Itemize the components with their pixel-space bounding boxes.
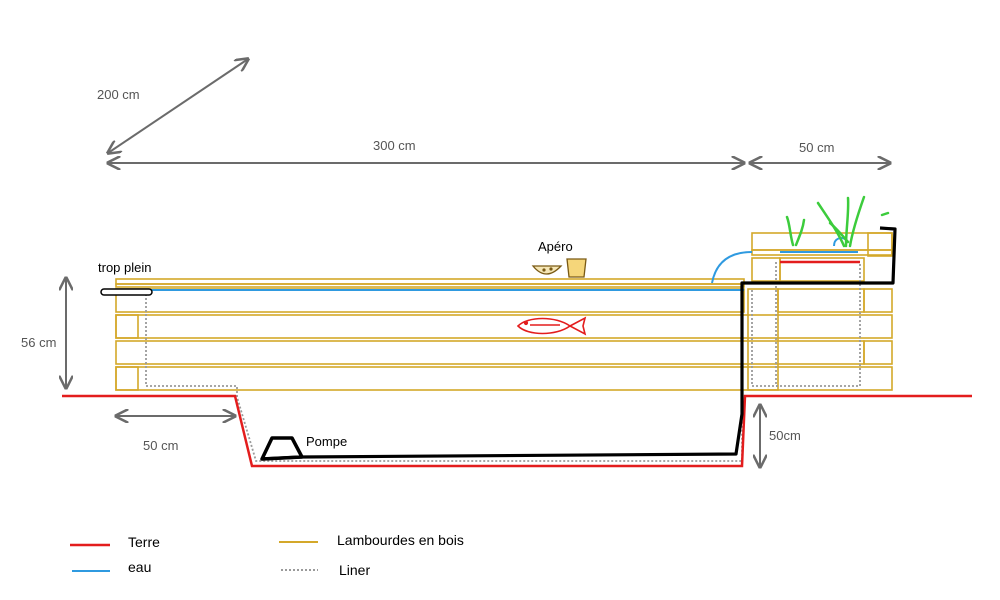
overflow-label: trop plein — [98, 260, 151, 275]
legend-label-terre: Terre — [128, 534, 160, 550]
wood-board-1 — [115, 288, 745, 313]
wood-end-block-2 — [115, 366, 139, 391]
pump-icon — [260, 436, 304, 461]
legend-label-liner: Liner — [339, 562, 370, 578]
wood-rim-top-2 — [115, 283, 745, 288]
overflow-pipe-icon — [100, 288, 153, 296]
legend-item-terre: Terre — [70, 534, 160, 550]
dimension-planter-label: 50 cm — [799, 140, 834, 155]
liner — [145, 262, 861, 462]
liner-planter — [775, 262, 861, 387]
legend-item-eau: eau — [72, 559, 151, 575]
plant-icon — [785, 195, 890, 248]
legend-label-eau: eau — [128, 559, 151, 575]
wood-board-3 — [115, 340, 865, 365]
pump-pipe — [261, 226, 897, 461]
bowl-icon — [531, 265, 563, 275]
dimension-depth: 200 cm — [97, 59, 248, 153]
planter-block-left — [751, 257, 781, 282]
wood-board-right-1 — [777, 288, 865, 313]
water-spill — [711, 251, 753, 284]
wood-post-right — [747, 288, 779, 391]
dimension-length: 300 cm — [108, 138, 744, 163]
dimension-depth-label: 200 cm — [97, 87, 140, 102]
planter-board-low — [779, 257, 865, 282]
wood-block-right-1 — [863, 288, 893, 313]
water — [120, 237, 858, 291]
wood-end-block-1 — [115, 314, 139, 339]
legend-item-wood: Lambourdes en bois — [279, 532, 464, 548]
legend: Terre eau Lambourdes en bois Liner — [70, 532, 464, 578]
dimension-trench-label: 50cm — [769, 428, 801, 443]
apero-label: Apéro — [538, 239, 573, 254]
dimension-trench: 50cm — [760, 405, 801, 467]
legend-label-wood: Lambourdes en bois — [337, 532, 464, 548]
dimension-shelf: 50 cm — [116, 416, 235, 453]
planter-board-top — [751, 232, 893, 251]
dimension-height-label: 56 cm — [21, 335, 56, 350]
pump-label: Pompe — [306, 434, 347, 449]
liner-post — [751, 290, 778, 387]
earth-line — [62, 394, 972, 468]
dimension-length-label: 300 cm — [373, 138, 416, 153]
dimension-height: 56 cm — [21, 278, 66, 388]
planter-block-right — [867, 232, 893, 257]
fish-icon — [516, 316, 587, 336]
liner-pond — [145, 290, 743, 462]
wood-block-right-2 — [863, 340, 893, 365]
dimension-shelf-label: 50 cm — [143, 438, 178, 453]
glass-icon — [566, 258, 587, 278]
legend-item-liner: Liner — [281, 562, 370, 578]
dimension-planter: 50 cm — [750, 140, 890, 163]
